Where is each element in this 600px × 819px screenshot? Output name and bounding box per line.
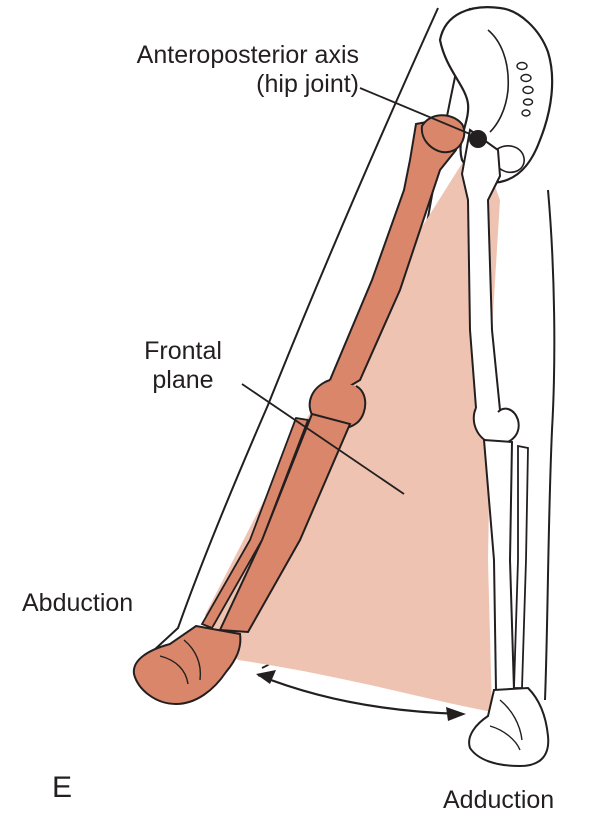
- axis-label-line2: (hip joint): [61, 70, 359, 99]
- panel-letter: E: [52, 771, 72, 805]
- arrowhead-adduction: [446, 707, 466, 721]
- hip-axis-point: [469, 130, 487, 148]
- stationary-fibula: [514, 446, 528, 688]
- frontal-label-line1: Frontal: [128, 337, 238, 366]
- axis-label-line1: Anteroposterior axis: [61, 41, 359, 70]
- body-outline-right: [545, 190, 554, 700]
- frontal-plane-label: Frontal plane: [128, 337, 238, 395]
- adduction-label: Adduction: [443, 786, 554, 815]
- frontal-label-line2: plane: [128, 366, 238, 395]
- axis-label: Anteroposterior axis (hip joint): [61, 41, 359, 99]
- moving-foot: [134, 626, 241, 704]
- abduction-label: Abduction: [22, 589, 133, 618]
